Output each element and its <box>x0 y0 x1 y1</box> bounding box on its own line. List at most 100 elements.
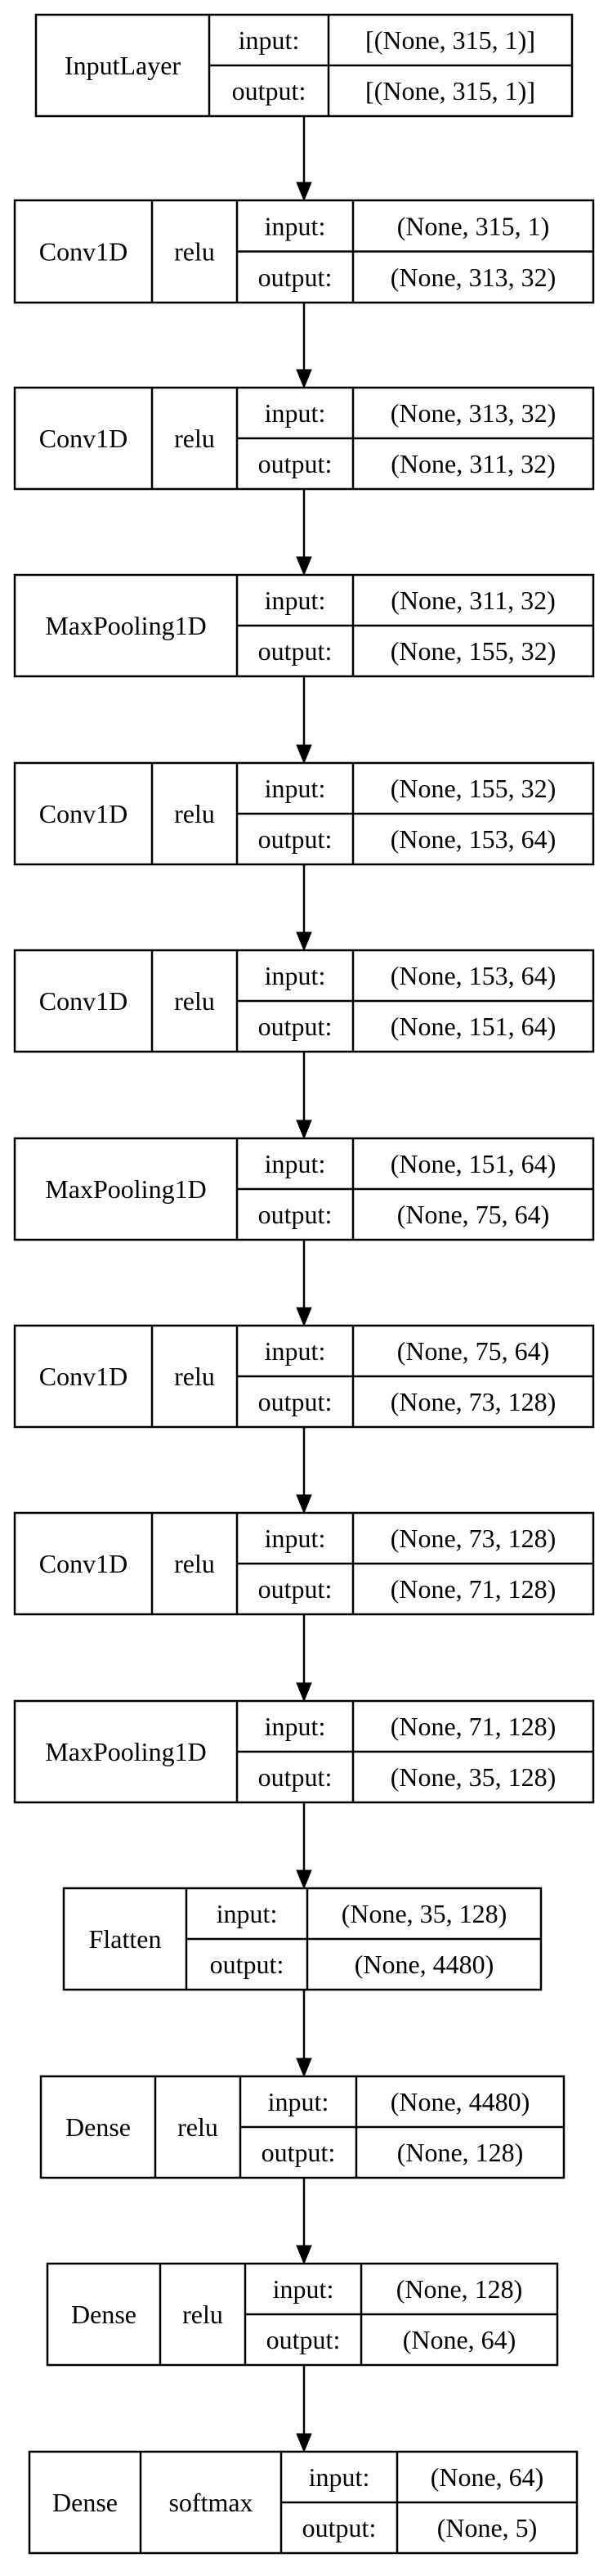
layer-node: MaxPooling1D input: output: (None, 151, 64)… <box>13 1137 595 1241</box>
edge-arrow <box>296 1802 312 1890</box>
layer-activation: relu <box>174 424 215 453</box>
output-shape: (None, 313, 32) <box>391 263 557 292</box>
layer-name: Conv1D <box>39 1362 127 1391</box>
layer-name: Conv1D <box>39 237 127 267</box>
arrowhead <box>296 1307 312 1327</box>
layer-activation: relu <box>174 799 215 828</box>
layer-activation: relu <box>177 2112 218 2142</box>
arrowhead <box>296 2433 312 2453</box>
input-label: input: <box>273 2274 334 2304</box>
edge-arrow <box>296 2178 312 2265</box>
arrowhead <box>296 1494 312 1515</box>
input-label: input: <box>239 25 300 55</box>
arrowhead <box>296 369 312 389</box>
input-shape: (None, 311, 32) <box>391 586 555 615</box>
arrowhead <box>296 182 312 202</box>
edge-arrow <box>296 1614 312 1703</box>
edge-arrow <box>296 1240 312 1327</box>
output-shape: (None, 153, 64) <box>391 824 557 854</box>
arrowhead <box>296 2058 312 2078</box>
layer-name: Conv1D <box>39 1549 127 1578</box>
layer-name: Dense <box>65 2112 131 2142</box>
input-shape: (None, 153, 64) <box>391 961 557 990</box>
input-label: input: <box>265 1524 326 1553</box>
edge-arrow <box>296 303 312 389</box>
output-shape: [(None, 315, 1)] <box>365 76 535 105</box>
layer-activation: relu <box>174 1549 215 1578</box>
output-shape: (None, 4480) <box>355 1950 494 1979</box>
arrowhead <box>296 744 312 765</box>
output-shape: (None, 155, 32) <box>391 636 557 666</box>
output-shape: (None, 151, 64) <box>391 1012 557 1041</box>
input-shape: (None, 75, 64) <box>397 1336 550 1366</box>
input-label: input: <box>309 2462 370 2492</box>
output-shape: (None, 128) <box>397 2138 524 2167</box>
output-label: output: <box>258 1200 333 1229</box>
input-label: input: <box>265 774 326 803</box>
layer-node: Conv1D relu input: output: (None, 75, 64) (No… <box>13 1324 595 1429</box>
output-shape: (None, 75, 64) <box>397 1200 550 1229</box>
layer-activation: relu <box>182 2300 223 2329</box>
layer-name: Dense <box>52 2488 118 2517</box>
edge-arrow <box>296 489 312 577</box>
output-label: output: <box>258 1574 333 1604</box>
output-shape: (None, 73, 128) <box>391 1387 557 1416</box>
arrowhead <box>296 2245 312 2265</box>
input-shape: (None, 128) <box>396 2274 523 2304</box>
input-shape: (None, 151, 64) <box>391 1149 557 1178</box>
output-label: output: <box>258 1387 333 1416</box>
output-shape: (None, 71, 128) <box>391 1574 557 1604</box>
layer-name: Conv1D <box>39 424 127 453</box>
edge-arrow <box>296 2365 312 2453</box>
layer-name: MaxPooling1D <box>45 1737 206 1766</box>
input-shape: (None, 71, 128) <box>391 1712 557 1741</box>
edge-arrow <box>296 1052 312 1140</box>
arrowhead <box>296 1682 312 1703</box>
layer-node: InputLayer input: output: [(None, 315, 1)] [… <box>34 13 574 118</box>
edge-arrow <box>296 676 312 765</box>
layer-name: InputLayer <box>65 51 181 80</box>
layer-node: Dense relu input: output: (None, 128) (None, … <box>46 2262 559 2367</box>
layer-name: Conv1D <box>39 799 127 828</box>
arrowhead <box>296 1120 312 1140</box>
input-label: input: <box>217 1899 278 1928</box>
input-shape: (None, 315, 1) <box>397 211 550 240</box>
edge-arrow <box>296 1427 312 1515</box>
layer-name: MaxPooling1D <box>45 611 206 640</box>
input-shape: (None, 73, 128) <box>391 1524 557 1553</box>
output-label: output: <box>232 76 306 105</box>
output-label: output: <box>262 2138 336 2167</box>
input-label: input: <box>265 211 326 240</box>
layer-activation: relu <box>174 237 215 267</box>
arrowhead <box>296 1869 312 1890</box>
edge-arrow <box>296 116 312 202</box>
input-shape: (None, 35, 128) <box>342 1899 507 1928</box>
edge-arrow <box>296 1990 312 2078</box>
edge-arrow <box>296 864 312 952</box>
input-label: input: <box>265 1336 326 1366</box>
output-label: output: <box>258 263 333 292</box>
output-label: output: <box>302 2513 377 2542</box>
output-label: output: <box>266 2325 341 2354</box>
input-shape: [(None, 315, 1)] <box>365 25 535 55</box>
output-label: output: <box>258 1012 333 1041</box>
output-shape: (None, 64) <box>403 2325 516 2354</box>
output-label: output: <box>258 449 333 478</box>
layer-name: MaxPooling1D <box>45 1174 206 1204</box>
input-shape: (None, 155, 32) <box>391 774 557 803</box>
layer-activation: relu <box>174 1362 215 1391</box>
output-shape: (None, 311, 32) <box>391 449 555 478</box>
input-label: input: <box>265 1149 326 1178</box>
output-label: output: <box>258 636 333 666</box>
layer-node: Conv1D relu input: output: (None, 73, 128) (N… <box>13 1511 595 1616</box>
layer-name: Dense <box>71 2300 136 2329</box>
